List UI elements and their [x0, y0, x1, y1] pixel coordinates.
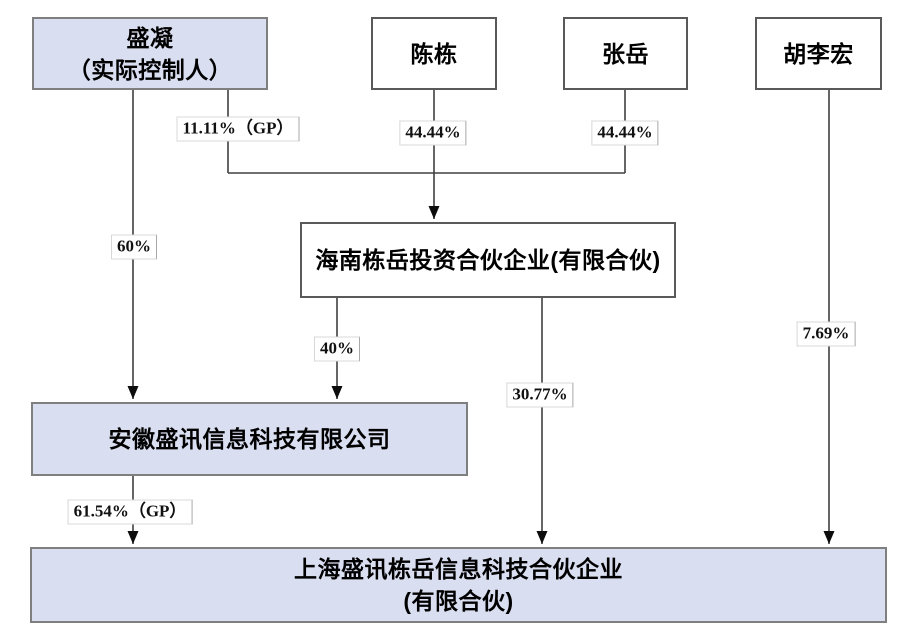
box-hainan-dongyue: 海南栋岳投资合伙企业(有限合伙): [300, 222, 676, 298]
box-anhui-shengxun-line: 安徽盛讯信息科技有限公司: [108, 426, 391, 452]
box-anhui-shengxun: 安徽盛讯信息科技有限公司: [31, 402, 468, 476]
box-shanghai-shengxun-dongyue-line: (有限合伙): [403, 588, 514, 614]
box-chen-dong-line: 陈栋: [410, 40, 458, 67]
label-pct-40: 40%: [314, 336, 360, 362]
label-pct-60: 60%: [111, 234, 157, 260]
box-sheng-ning-line: （实际控制人）: [67, 56, 233, 83]
label-pct-30-77: 30.77%: [506, 382, 574, 408]
box-zhang-yue: 张岳: [563, 17, 688, 90]
label-pct-7-69: 7.69%: [796, 321, 856, 347]
arrowhead-anhui-to-shanghai: [127, 531, 139, 544]
arrowhead-hainan-to-shanghai: [536, 531, 548, 544]
box-shanghai-shengxun-dongyue-line: 上海盛讯栋岳信息科技合伙企业: [294, 556, 623, 582]
arrowhead-hulihong-to-shanghai: [823, 531, 835, 544]
arrowhead-hainan-to-anhui: [331, 386, 343, 399]
label-pct-44-44-zhangyue: 44.44%: [591, 120, 659, 146]
label-pct-44-44-chendong: 44.44%: [399, 120, 467, 146]
box-hu-li-hong: 胡李宏: [755, 17, 882, 90]
arrowhead-chendong-to-hainan: [428, 206, 440, 219]
box-sheng-ning: 盛凝 （实际控制人）: [32, 17, 268, 90]
box-zhang-yue-line: 张岳: [602, 40, 649, 67]
label-pct-61-54-gp: 61.54%（GP）: [67, 499, 193, 525]
label-pct-11-11-gp: 11.11%（GP）: [176, 116, 300, 142]
box-hainan-dongyue-line: 海南栋岳投资合伙企业(有限合伙): [315, 247, 661, 273]
arrowhead-shengning-to-anhui: [127, 386, 139, 399]
box-shanghai-shengxun-dongyue: 上海盛讯栋岳信息科技合伙企业 (有限合伙): [30, 547, 887, 623]
box-chen-dong: 陈栋: [371, 17, 497, 90]
box-sheng-ning-line: 盛凝: [126, 24, 174, 51]
box-hu-li-hong-line: 胡李宏: [783, 40, 854, 67]
